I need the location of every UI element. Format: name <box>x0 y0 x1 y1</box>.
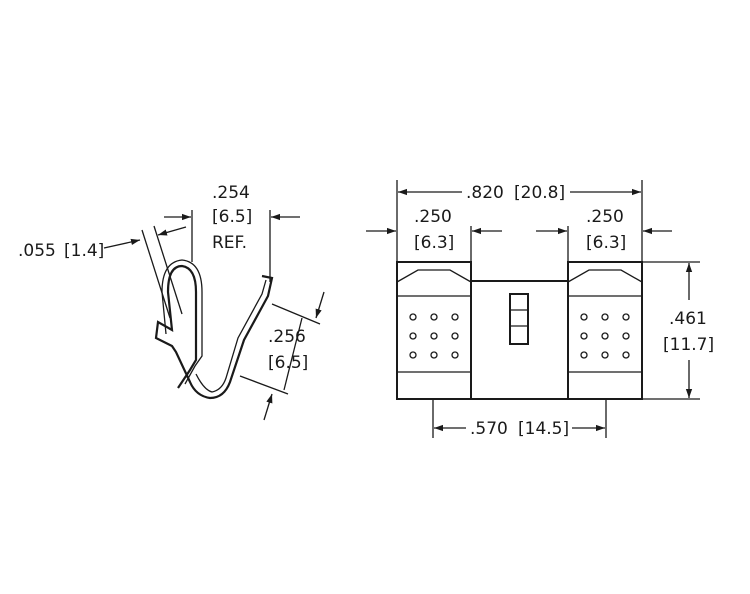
clip-hole <box>409 332 417 340</box>
width-dimension: .254 [6.5] REF. <box>164 183 300 282</box>
left-clip-width-mm-label: [6.3] <box>414 233 454 253</box>
holder-height-dimension: .461 [11.7] <box>642 261 714 400</box>
left-clip-width-inch-label: .250 <box>414 207 452 227</box>
clip-hole <box>580 313 588 321</box>
left-clip <box>396 261 472 400</box>
clip-hole <box>409 313 417 321</box>
center-slot <box>509 293 529 345</box>
overall-length-mm-label: [20.8] <box>514 183 565 203</box>
clip-spacing-mm-label: [14.5] <box>518 419 569 439</box>
clip-hole <box>622 332 630 340</box>
overall-length-inch-label: .820 <box>466 183 504 203</box>
clip-hole <box>451 313 459 321</box>
clip-hole <box>601 313 609 321</box>
clip-hole <box>622 351 630 359</box>
thickness-mm-label: [1.4] <box>64 241 104 261</box>
clip-profile <box>154 259 274 400</box>
width-mm-label: [6.5] <box>212 207 252 227</box>
left-clip-width-dimension: .250 [6.3] <box>366 207 502 262</box>
front-view: .820 [20.8] .250 [6.3] .250 [6.3] .461 [ <box>366 180 714 439</box>
clip-hole <box>601 351 609 359</box>
clip-spacing-inch-label: .570 <box>470 419 508 439</box>
right-clip-width-dimension: .250 [6.3] <box>536 207 672 262</box>
holder-height-mm-label: [11.7] <box>663 335 714 355</box>
clip-holes <box>409 313 630 359</box>
clip-hole <box>451 332 459 340</box>
clip-hole <box>451 351 459 359</box>
right-clip-width-inch-label: .250 <box>586 207 624 227</box>
height-inch-label: .256 <box>268 327 306 347</box>
overall-length-dimension: .820 [20.8] <box>396 180 643 262</box>
clip-hole <box>430 313 438 321</box>
clip-hole <box>430 351 438 359</box>
thickness-inch-label: .055 <box>18 241 56 261</box>
clip-spacing-dimension: .570 [14.5] <box>432 399 607 439</box>
clip-hole <box>601 332 609 340</box>
clip-hole <box>580 351 588 359</box>
clip-hole <box>622 313 630 321</box>
clip-hole <box>430 332 438 340</box>
clip-hole <box>409 351 417 359</box>
width-inch-label: .254 <box>212 183 250 203</box>
height-mm-label: [6.5] <box>268 353 308 373</box>
right-clip-width-mm-label: [6.3] <box>586 233 626 253</box>
clip-hole <box>580 332 588 340</box>
holder-height-inch-label: .461 <box>669 309 707 329</box>
side-view: .055 [1.4] .254 [6.5] REF. .256 [6.5] <box>18 183 325 421</box>
thickness-dimension: .055 [1.4] <box>18 225 187 319</box>
width-ref-label: REF. <box>212 233 247 253</box>
right-clip <box>567 261 643 400</box>
height-dimension: .256 [6.5] <box>239 291 325 421</box>
